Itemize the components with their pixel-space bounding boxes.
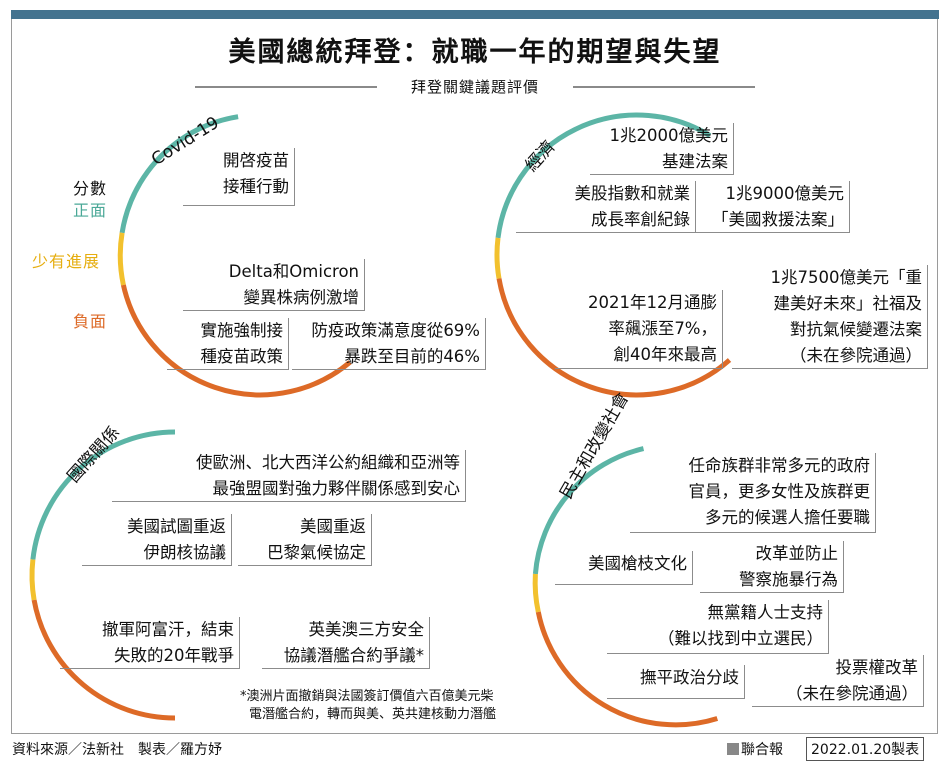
date-stamp: 2022.01.20製表 xyxy=(806,737,925,761)
intl-arc-positive xyxy=(30,429,176,560)
brand: 聯合報 xyxy=(727,739,783,759)
economy-item-build-back-better: 1兆7500億美元「重建美好未來」社福及對抗氣候變遷法案（未在參院通過） xyxy=(732,265,928,369)
intl-item-afghanistan: 撤軍阿富汗，結束失敗的20年戰爭 xyxy=(60,617,240,669)
covid-arc-positive-top xyxy=(174,114,239,146)
intl-item-aukus: 英美澳三方安全協議潛艦合約爭議* xyxy=(262,617,430,669)
infographic-frame xyxy=(11,19,938,734)
democracy-arc-negative xyxy=(535,611,719,728)
democracy-item-voting-rights: 投票權改革（未在參院通過） xyxy=(752,655,924,707)
footnote: *澳洲片面撤銷與法國簽訂價值六百億美元柴 電潛艦合約，轉而與美、英共建核動力潛艦 xyxy=(240,689,497,722)
subtitle-rule-left xyxy=(195,86,377,88)
subtitle: 拜登關鍵議題評價 xyxy=(195,76,755,97)
top-bar xyxy=(11,10,939,19)
economy-item-infrastructure: 1兆2000億美元基建法案 xyxy=(590,123,734,175)
democracy-item-political-divide: 撫平政治分歧 xyxy=(607,665,745,699)
economy-arc-positive xyxy=(495,112,712,239)
democracy-arc-positive xyxy=(532,446,645,575)
economy-arc-negative xyxy=(496,278,732,398)
economy-arc-neutral xyxy=(494,237,502,279)
legend-negative: 負面 xyxy=(73,312,108,331)
page-title: 美國總統拜登：就職一年的期望與失望 xyxy=(228,37,722,68)
covid-item-vaccine-rollout: 開啓疫苗接種行動 xyxy=(183,148,295,206)
intl-item-iran-deal: 美國試圖重返伊朗核協議 xyxy=(82,514,232,566)
brand-name: 聯合報 xyxy=(741,742,783,758)
economy-item-rescue-plan: 1兆9000億美元「美國救援法案」 xyxy=(690,181,850,233)
economy-item-stocks-jobs: 美股指數和就業成長率創紀錄 xyxy=(516,181,696,233)
democracy-item-independents: 無黨籍人士支持（難以找到中立選民） xyxy=(607,600,829,654)
subtitle-row: 拜登關鍵議題評價 xyxy=(195,76,755,96)
subtitle-rule-right xyxy=(573,86,755,88)
covid-item-vaccine-mandate: 實施強制接種疫苗政策 xyxy=(167,318,289,370)
democracy-item-diverse-officials: 任命族群非常多元的政府官員，更多女性及族群更多元的候選人擔任要職 xyxy=(630,453,876,533)
legend-neutral: 少有進展 xyxy=(32,252,101,271)
source-label: 資料來源／法新社 xyxy=(12,742,124,758)
covid-item-approval-drop: 防疫政策滿意度從69%暴跌至目前的46% xyxy=(292,318,486,370)
intl-item-allies: 使歐洲、北大西洋公約組織和亞洲等最強盟國對強力夥伴關係感到安心 xyxy=(112,450,466,502)
intl-arc-negative xyxy=(31,599,176,721)
democracy-item-gun-culture: 美國槍枝文化 xyxy=(555,551,693,585)
democracy-item-police-reform: 改革並防止警察施暴行為 xyxy=(700,541,844,593)
legend-score: 分數 xyxy=(73,179,108,198)
economy-item-inflation: 2021年12月通膨率飆漲至7%，創40年來最高 xyxy=(555,290,723,369)
legend-positive: 正面 xyxy=(73,201,108,220)
covid-arc-negative xyxy=(120,284,352,398)
democracy-arc-neutral xyxy=(532,573,541,613)
maker-label: 製表／羅方妤 xyxy=(138,742,222,758)
covid-arc-positive xyxy=(119,141,178,234)
covid-arc-neutral xyxy=(117,232,126,286)
intl-item-paris-accord: 美國重返巴黎氣候協定 xyxy=(238,514,372,566)
source-credit: 資料來源／法新社製表／羅方妤 xyxy=(12,739,236,759)
intl-arc-neutral xyxy=(29,559,37,601)
brand-square-icon xyxy=(727,743,739,755)
